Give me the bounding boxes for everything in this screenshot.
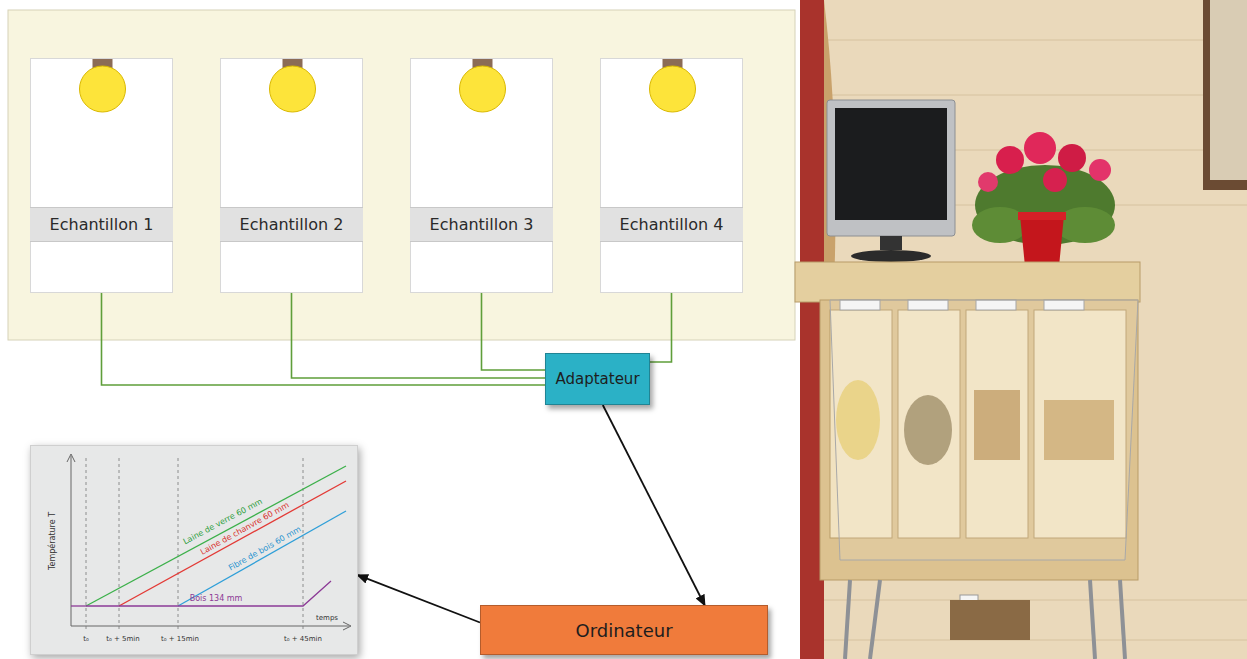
curve-label: Bois 134 mm [190,595,243,603]
sensor-wire [650,293,672,362]
box-label: Adaptateur [555,370,639,388]
temperature-chart: Laine de verre 60 mmLaine de chanvre 60 … [30,445,358,655]
sensor-wire [482,293,546,370]
lamp-symbol [411,59,554,129]
sample-label: Echantillon 3 [410,207,553,242]
tick-label: t₀ + 5min [106,636,140,643]
tick-label: t₀ + 45min [284,636,322,643]
tick-label: t₀ + 15min [161,636,199,643]
axis-label: Température T [49,512,57,570]
sample-label: Echantillon 1 [30,207,173,242]
computer-box: Ordinateur [480,605,768,655]
photo [795,0,1247,659]
box-label: Ordinateur [575,620,672,641]
sample-box: Echantillon 4 [600,58,743,293]
sample-label: Echantillon 2 [220,207,363,242]
axis-label: temps [316,615,338,622]
data-arrow [358,575,480,622]
adapter-box: Adaptateur [545,353,650,405]
sample-box: Echantillon 2 [220,58,363,293]
lamp-symbol [601,59,744,129]
lamp-symbol [221,59,364,129]
panel [8,10,795,340]
tick-label: t₀ [83,636,89,643]
data-arrow [603,405,705,605]
sensor-wire [292,293,546,378]
chart-plot [31,446,359,656]
sample-box: Echantillon 1 [30,58,173,293]
sample-label: Echantillon 4 [600,207,743,242]
sensor-wire [102,293,546,385]
lamp-symbol [31,59,174,129]
sample-box: Echantillon 3 [410,58,553,293]
